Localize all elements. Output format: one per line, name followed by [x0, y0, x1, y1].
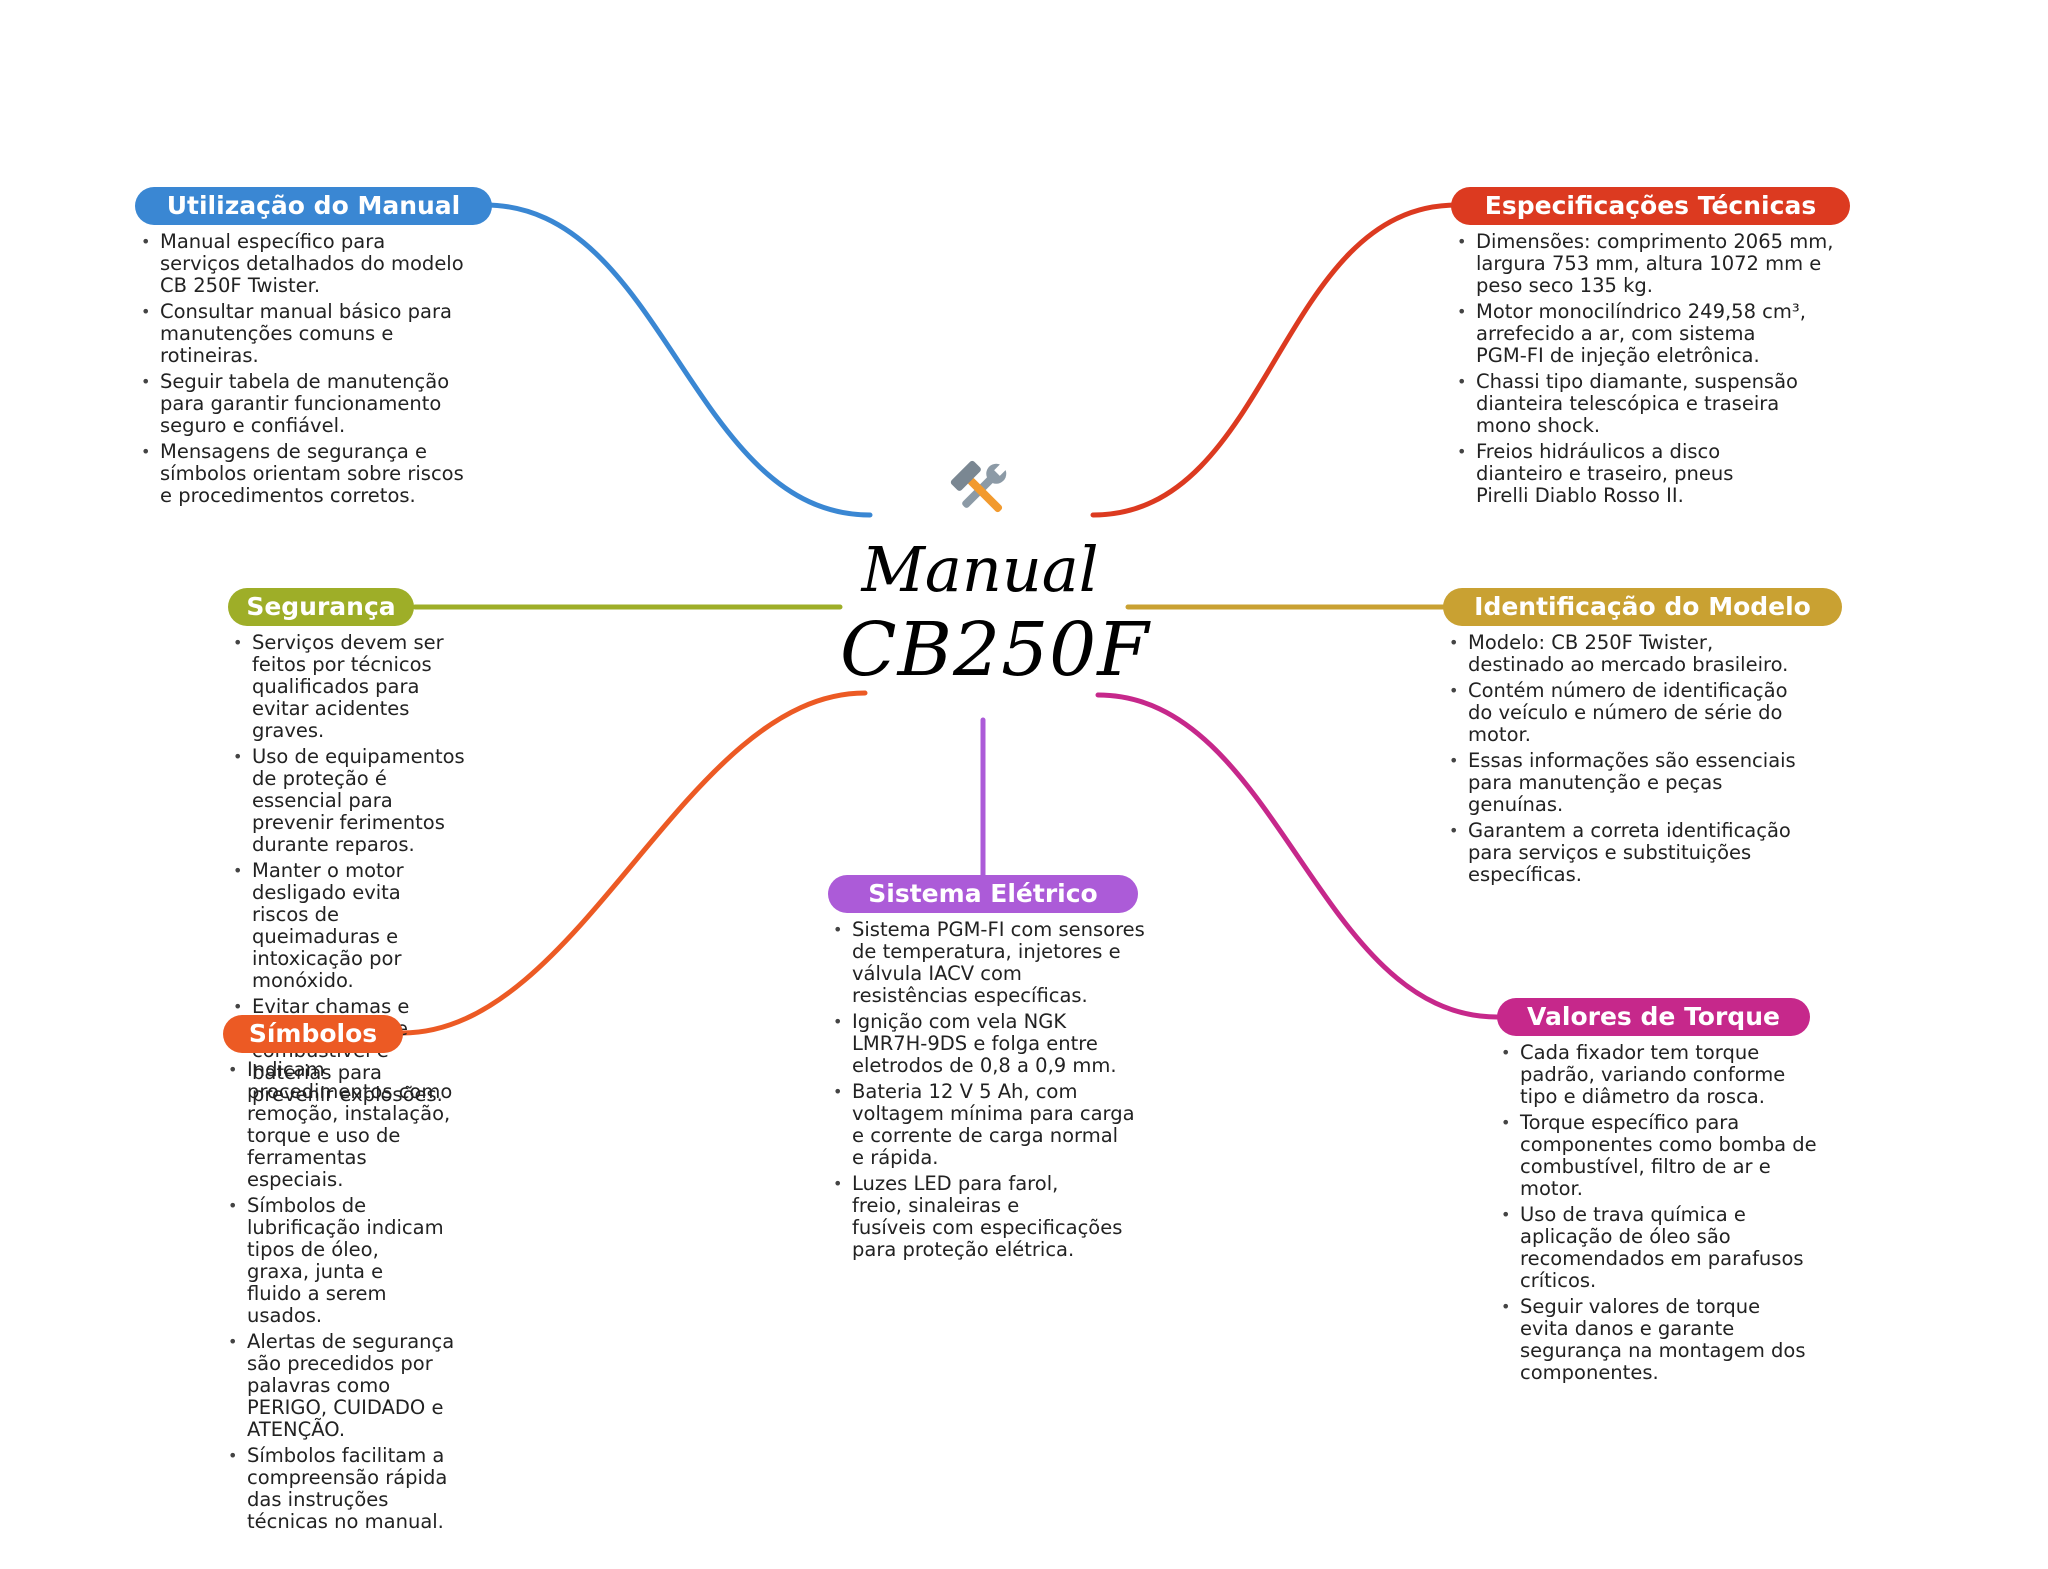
- branch-simbolos-label: Símbolos: [223, 1015, 403, 1053]
- list-item: Contém número de identificação do veícul…: [1448, 680, 1868, 746]
- central-topic: Manual CB250F: [840, 455, 1150, 715]
- branch-torque-list: Cada fixador tem torque padrão, variando…: [1500, 1042, 1860, 1388]
- central-title-line2: CB250F: [840, 607, 1150, 693]
- list-item: Seguir valores de torque evita danos e g…: [1500, 1296, 1860, 1384]
- list-item: Dimensões: comprimento 2065 mm, largura …: [1456, 231, 1876, 297]
- branch-seguranca-list: Serviços devem ser feitos por técnicos q…: [232, 632, 482, 1110]
- list-item: Garantem a correta identificação para se…: [1448, 820, 1868, 886]
- branch-identificacao-label: Identificação do Modelo: [1443, 588, 1842, 626]
- branch-eletrico-label: Sistema Elétrico: [828, 875, 1138, 913]
- list-item: Símbolos de lubrificação indicam tipos d…: [227, 1195, 477, 1327]
- branch-utilizacao-list: Manual específico para serviços detalhad…: [140, 231, 510, 511]
- list-item: Bateria 12 V 5 Ah, com voltagem mínima p…: [832, 1081, 1172, 1169]
- list-item: Torque específico para componentes como …: [1500, 1112, 1860, 1200]
- branch-identificacao-list: Modelo: CB 250F Twister, destinado ao me…: [1448, 632, 1868, 890]
- link-especificacoes: [1090, 202, 1460, 518]
- branch-torque-label: Valores de Torque: [1497, 998, 1810, 1036]
- central-title-line1: Manual: [861, 533, 1099, 606]
- list-item: Indicam procedimentos como remoção, inst…: [227, 1059, 477, 1191]
- branch-utilizacao-label: Utilização do Manual: [135, 187, 492, 225]
- hammer-wrench-icon: [945, 455, 1015, 525]
- list-item: Uso de equipamentos de proteção é essenc…: [232, 746, 482, 856]
- list-item: Sistema PGM-FI com sensores de temperatu…: [832, 919, 1172, 1007]
- list-item: Essas informações são essenciais para ma…: [1448, 750, 1868, 816]
- list-item: Freios hidráulicos a disco dianteiro e t…: [1456, 441, 1876, 507]
- list-item: Chassi tipo diamante, suspensão dianteir…: [1456, 371, 1876, 437]
- list-item: Ignição com vela NGK LMR7H-9DS e folga e…: [832, 1011, 1172, 1077]
- branch-eletrico-list: Sistema PGM-FI com sensores de temperatu…: [832, 919, 1172, 1265]
- list-item: Consultar manual básico para manutenções…: [140, 301, 510, 367]
- branch-especificacoes-label: Especificações Técnicas: [1451, 187, 1850, 225]
- list-item: Manual específico para serviços detalhad…: [140, 231, 510, 297]
- branch-seguranca-label: Segurança: [228, 588, 414, 626]
- list-item: Serviços devem ser feitos por técnicos q…: [232, 632, 482, 742]
- link-utilizacao: [482, 202, 873, 518]
- list-item: Modelo: CB 250F Twister, destinado ao me…: [1448, 632, 1868, 676]
- list-item: Cada fixador tem torque padrão, variando…: [1500, 1042, 1860, 1108]
- list-item: Uso de trava química e aplicação de óleo…: [1500, 1204, 1860, 1292]
- list-item: Símbolos facilitam a compreensão rápida …: [227, 1445, 477, 1533]
- list-item: Mensagens de segurança e símbolos orient…: [140, 441, 510, 507]
- branch-especificacoes-list: Dimensões: comprimento 2065 mm, largura …: [1456, 231, 1876, 511]
- list-item: Motor monocilíndrico 249,58 cm³, arrefec…: [1456, 301, 1876, 367]
- list-item: Luzes LED para farol, freio, sinaleiras …: [832, 1173, 1172, 1261]
- link-torque: [1095, 692, 1500, 1020]
- list-item: Alertas de segurança são precedidos por …: [227, 1331, 477, 1441]
- branch-simbolos-list: Indicam procedimentos como remoção, inst…: [227, 1059, 477, 1537]
- list-item: Manter o motor desligado evita riscos de…: [232, 860, 482, 992]
- list-item: Seguir tabela de manutenção para garanti…: [140, 371, 510, 437]
